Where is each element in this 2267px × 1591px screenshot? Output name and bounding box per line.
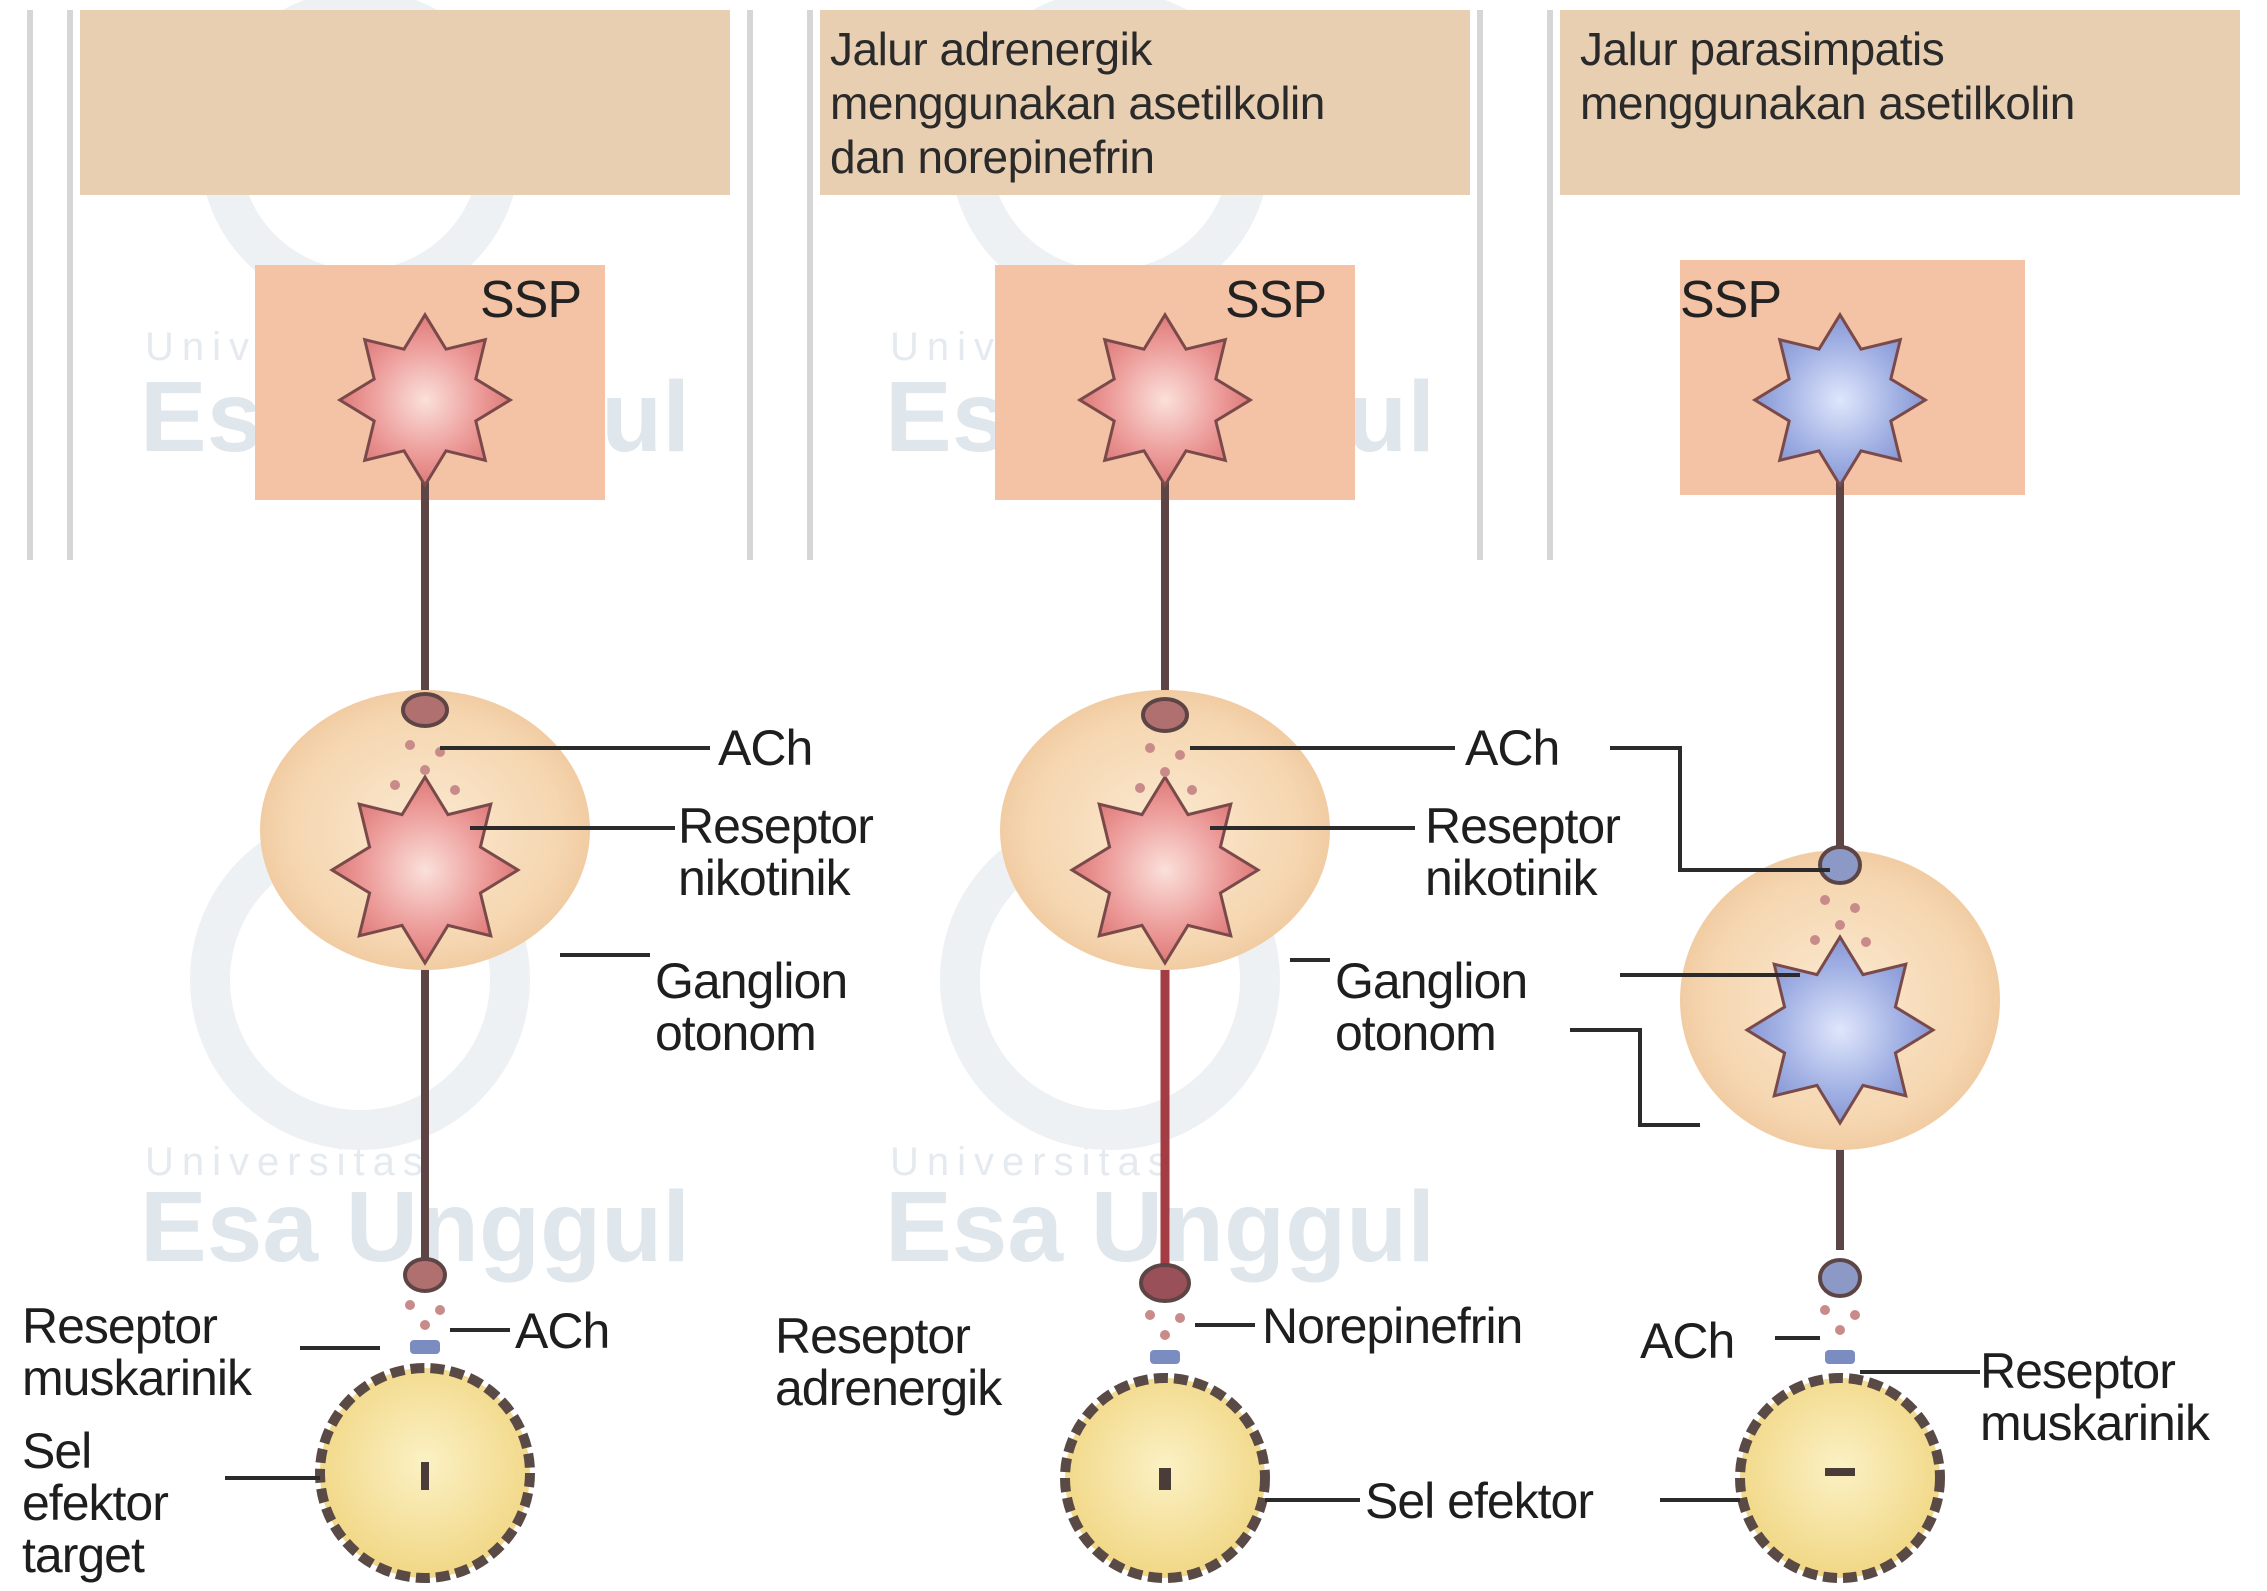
nicotinic-receptor-label: Reseptor nikotinik bbox=[678, 800, 873, 904]
muscarinic-receptor-label: Reseptor muskarinik bbox=[1980, 1345, 2209, 1449]
ach-label: ACh bbox=[718, 722, 812, 774]
effector-cells bbox=[320, 1368, 1940, 1578]
cns-neuron-red bbox=[1080, 315, 1251, 486]
autonomic-ganglion-label: Ganglion otonom bbox=[1335, 955, 1527, 1059]
label-line: Reseptor bbox=[22, 1300, 251, 1352]
label-line: Sel bbox=[22, 1425, 168, 1477]
nicotinic-receptor-label: Reseptor nikotinik bbox=[1425, 800, 1620, 904]
header-line: menggunakan asetilkolin bbox=[1580, 76, 2240, 130]
label-line: muskarinik bbox=[1980, 1397, 2209, 1449]
label-line: muskarinik bbox=[22, 1352, 251, 1404]
ganglion-neuron-blue bbox=[1747, 937, 1933, 1123]
adrenergic-receptor-label: Reseptor adrenergik bbox=[775, 1310, 1001, 1414]
label-line: nikotinik bbox=[1425, 852, 1620, 904]
muscarinic-receptor-label: Reseptor muskarinik bbox=[22, 1300, 251, 1404]
autonomic-ganglion-label: Ganglion otonom bbox=[655, 955, 847, 1059]
effector-cell-label: Sel efektor bbox=[1365, 1475, 1593, 1527]
label-line: efektor bbox=[22, 1477, 168, 1529]
cns-label: SSP bbox=[480, 270, 581, 330]
cns-label: SSP bbox=[1680, 270, 1781, 330]
ach-label: ACh bbox=[1640, 1315, 1734, 1367]
header-line: Jalur parasimpatis bbox=[1580, 22, 2240, 76]
target-receptors bbox=[410, 1340, 1855, 1364]
label-line: Ganglion bbox=[655, 955, 847, 1007]
label-line: Reseptor bbox=[1980, 1345, 2209, 1397]
label-line: otonom bbox=[655, 1007, 847, 1059]
header-line: dan norepinefrin bbox=[830, 130, 1470, 184]
header-band-1 bbox=[80, 10, 730, 195]
ganglion-neuron-red bbox=[332, 777, 518, 963]
label-line: nikotinik bbox=[678, 852, 873, 904]
cns-neuron-red bbox=[340, 315, 511, 486]
target-effector-cell-label: Sel efektor target bbox=[22, 1425, 168, 1581]
ganglion-neuron-red bbox=[1072, 777, 1258, 963]
cns-label: SSP bbox=[1225, 270, 1326, 330]
label-line: adrenergik bbox=[775, 1362, 1001, 1414]
header-line: menggunakan asetilkolin bbox=[830, 76, 1470, 130]
ach-label: ACh bbox=[515, 1305, 609, 1357]
cns-neuron-blue bbox=[1755, 315, 1926, 486]
label-line: target bbox=[22, 1529, 168, 1581]
ach-label: ACh bbox=[1465, 722, 1559, 774]
header-parasympathetic-pathway: Jalur parasimpatis menggunakan asetilkol… bbox=[1580, 22, 2240, 130]
label-line: Ganglion bbox=[1335, 955, 1527, 1007]
header-line: Jalur adrenergik bbox=[830, 22, 1470, 76]
norepinephrine-label: Norepinefrin bbox=[1262, 1300, 1522, 1352]
label-line: Reseptor bbox=[775, 1310, 1001, 1362]
label-line: otonom bbox=[1335, 1007, 1527, 1059]
label-line: Reseptor bbox=[678, 800, 873, 852]
label-line: Reseptor bbox=[1425, 800, 1620, 852]
header-adrenergic-pathway: Jalur adrenergik menggunakan asetilkolin… bbox=[830, 22, 1470, 184]
